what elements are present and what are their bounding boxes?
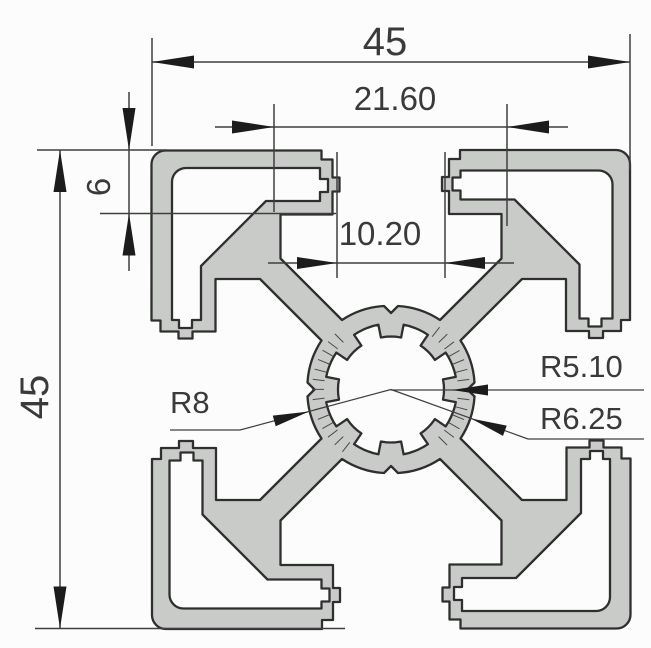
dim-slot-width-label: 10.20 — [339, 215, 422, 252]
arrowhead — [452, 384, 488, 396]
arrowhead — [507, 120, 549, 134]
dim-overall-height-label: 45 — [13, 375, 57, 420]
radius-hub-label: R8 — [170, 385, 210, 420]
arrowhead — [53, 586, 67, 629]
radius-spline-root-label: R6.25 — [540, 401, 623, 436]
arrowhead — [471, 418, 507, 436]
arrowhead — [232, 120, 274, 134]
arrowhead — [122, 108, 136, 150]
arrowhead — [297, 257, 337, 269]
dim-slot-pitch-label: 21.60 — [354, 80, 437, 117]
arrowhead — [272, 411, 309, 427]
arrowhead — [53, 150, 67, 192]
bore-serration-ticks — [312, 326, 470, 453]
arrowhead — [445, 257, 485, 269]
dimension-lines — [35, 34, 644, 630]
dim-lip-depth-label: 6 — [80, 178, 117, 196]
dim-overall-width-label: 45 — [363, 20, 408, 64]
arrowhead — [152, 55, 194, 69]
arrowhead — [122, 213, 136, 256]
profile-cross-section — [150, 148, 632, 631]
leader-line-spline-root-radius — [390, 388, 529, 440]
arrowhead — [588, 55, 630, 69]
radius-bore-label: R5.10 — [540, 349, 623, 384]
leader-line-hub-radius — [239, 388, 392, 431]
